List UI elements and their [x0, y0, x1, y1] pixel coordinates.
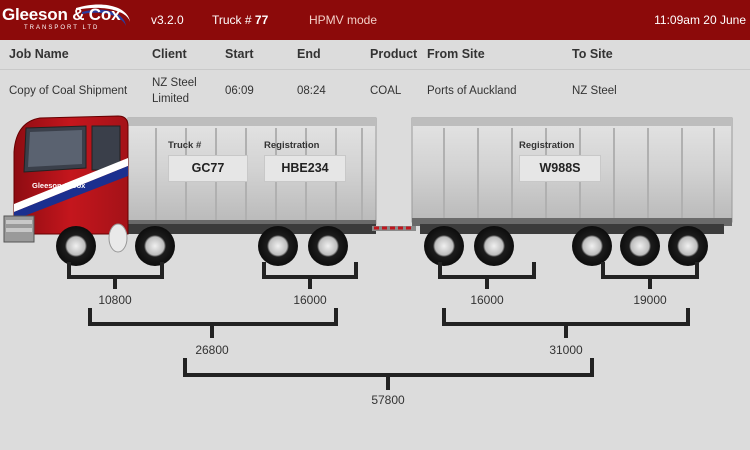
- truck-wheels: [56, 226, 348, 266]
- weight-truck-front-axles: 10800: [98, 293, 132, 307]
- mode-indicator: HPMV mode: [309, 13, 378, 27]
- header-job-name: Job Name: [9, 47, 69, 61]
- header-product: Product: [370, 47, 418, 61]
- trailer-body: [411, 117, 733, 234]
- job-table-header: Job Name Client Start End Product From S…: [0, 40, 750, 70]
- drawbar: [372, 226, 416, 231]
- cell-end: 08:24: [297, 85, 326, 97]
- header-to-site: To Site: [572, 47, 613, 61]
- cell-to-site: NZ Steel: [572, 85, 617, 97]
- weight-truck-rear-axles: 16000: [293, 293, 327, 307]
- truck-cab: Gleeson & Cox: [3, 115, 129, 253]
- header-start: Start: [225, 47, 254, 61]
- company-logo: Gleeson & Cox TRANSPORT LTD: [2, 2, 134, 38]
- truck-registration-label: Registration: [264, 140, 320, 151]
- truck-number: 77: [254, 13, 269, 27]
- weight-brackets: [67, 262, 699, 390]
- truck-number-label: Truck #: [168, 140, 202, 151]
- trailer-registration-plate: W988S: [519, 155, 601, 182]
- truck-number-plate: GC77: [168, 155, 248, 182]
- cell-client-line2: Limited: [152, 93, 190, 105]
- cab-door-logo: Gleeson & Cox: [32, 181, 86, 190]
- logo-swoosh-icon: [76, 4, 130, 26]
- cell-client-line1: NZ Steel: [152, 77, 197, 89]
- truck-and-trailer: Gleeson & Cox: [0, 112, 750, 272]
- cell-client: NZ Steel Limited: [152, 75, 197, 107]
- truck-prefix: Truck #: [212, 13, 252, 27]
- trailer-wheels: [424, 226, 708, 266]
- brand-subtitle: TRANSPORT LTD: [24, 25, 100, 31]
- weight-gross-total: 57800: [371, 393, 405, 407]
- app-version: v3.2.0: [151, 13, 184, 27]
- truck-registration-plate: HBE234: [264, 155, 346, 182]
- weight-trailer-rear-axles: 19000: [633, 293, 667, 307]
- weight-truck-total: 26800: [195, 343, 229, 357]
- brand-name: Gleeson & Cox: [2, 5, 121, 24]
- app-header: Gleeson & Cox TRANSPORT LTD v3.2.0 Truck…: [0, 0, 750, 40]
- truck-trailer-illustration: Gleeson & Cox: [3, 115, 733, 266]
- header-client: Client: [152, 47, 187, 61]
- trailer-registration-label: Registration: [519, 140, 575, 151]
- axle-weight-diagram: 10800 16000 16000 19000 26800 31000 5780…: [0, 260, 750, 450]
- table-row[interactable]: Copy of Coal Shipment NZ Steel Limited 0…: [0, 71, 750, 113]
- weight-trailer-front-axles: 16000: [470, 293, 504, 307]
- truck-indicator: Truck # 77: [212, 13, 268, 27]
- header-end: End: [297, 47, 321, 61]
- cell-product: COAL: [370, 85, 402, 97]
- header-from-site: From Site: [427, 47, 485, 61]
- cell-start: 06:09: [225, 85, 254, 97]
- cell-from-site: Ports of Auckland: [427, 85, 517, 97]
- weight-trailer-total: 31000: [549, 343, 583, 357]
- clock: 11:09am 20 June: [654, 13, 746, 27]
- cell-job-name: Copy of Coal Shipment: [9, 85, 128, 97]
